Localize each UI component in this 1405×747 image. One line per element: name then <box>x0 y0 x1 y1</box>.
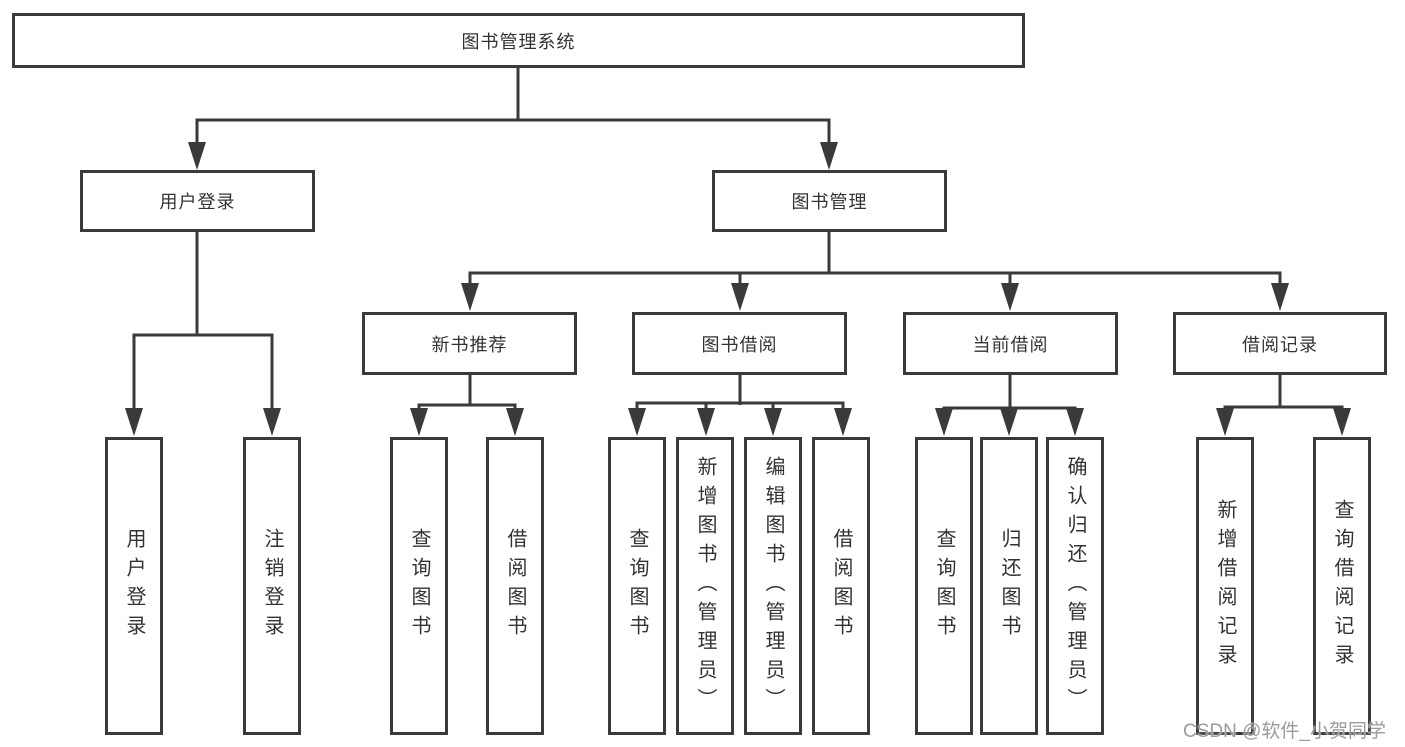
connector-current-to-leaves <box>935 375 1084 436</box>
node-borrow-records: 借阅记录 <box>1173 312 1387 375</box>
node-label: 查询图书 <box>626 528 648 644</box>
leaf-query-borrow-record: 查询借阅记录 <box>1313 437 1371 735</box>
connector-book-mgmt-to-level3 <box>461 232 1289 311</box>
node-label: 图书管理系统 <box>461 31 576 52</box>
connector-user-login-to-leaves <box>125 232 281 436</box>
leaf-user-login: 用户登录 <box>105 437 163 735</box>
node-label: 借阅图书 <box>830 528 852 644</box>
node-label: 新增借阅记录 <box>1214 499 1236 673</box>
node-label: 查询图书 <box>933 528 955 644</box>
node-book-borrow: 图书借阅 <box>632 312 847 375</box>
connector-borrow-to-leaves <box>628 375 852 436</box>
node-label: 图书管理 <box>791 192 868 212</box>
node-label: 查询借阅记录 <box>1331 499 1353 673</box>
connector-records-to-leaves <box>1216 375 1351 436</box>
leaf-add-borrow-record: 新增借阅记录 <box>1196 437 1254 735</box>
node-label: 新书推荐 <box>431 334 508 355</box>
leaf-edit-books-admin: 编辑图书（管理员） <box>744 437 802 735</box>
leaf-confirm-return-admin: 确认归还（管理员） <box>1046 437 1104 735</box>
node-label: 查询图书 <box>408 528 430 644</box>
leaf-return-books: 归还图书 <box>980 437 1038 735</box>
node-label: 用户登录 <box>123 528 145 644</box>
node-book-management: 图书管理 <box>712 170 947 232</box>
node-root-library-system: 图书管理系统 <box>12 13 1025 68</box>
leaf-query-books-current: 查询图书 <box>915 437 973 735</box>
node-label: 归还图书 <box>998 528 1020 644</box>
node-new-book-recommend: 新书推荐 <box>362 312 577 375</box>
connector-recommend-to-leaves <box>410 375 524 436</box>
node-label: 借阅记录 <box>1242 334 1318 355</box>
leaf-query-books-borrow: 查询图书 <box>608 437 666 735</box>
node-label: 注销登录 <box>261 528 283 644</box>
node-label: 图书借阅 <box>701 334 778 355</box>
node-label: 借阅图书 <box>504 528 526 644</box>
leaf-add-books-admin: 新增图书（管理员） <box>676 437 734 735</box>
node-user-login: 用户登录 <box>80 170 315 232</box>
node-current-borrow: 当前借阅 <box>903 312 1118 375</box>
leaf-borrow-books-recommend: 借阅图书 <box>486 437 544 735</box>
leaf-query-books-recommend: 查询图书 <box>390 437 448 735</box>
node-label: 新增图书（管理员） <box>694 455 716 717</box>
csdn-watermark: CSDN @软件_小贺同学 <box>1183 721 1386 742</box>
node-label: 编辑图书（管理员） <box>762 455 784 717</box>
connector-root-to-level2 <box>188 68 838 170</box>
node-label: 确认归还（管理员） <box>1064 455 1086 717</box>
leaf-logout-login: 注销登录 <box>243 437 301 735</box>
node-label: 用户登录 <box>159 192 236 212</box>
node-label: 当前借阅 <box>972 334 1049 355</box>
leaf-borrow-books: 借阅图书 <box>812 437 870 735</box>
